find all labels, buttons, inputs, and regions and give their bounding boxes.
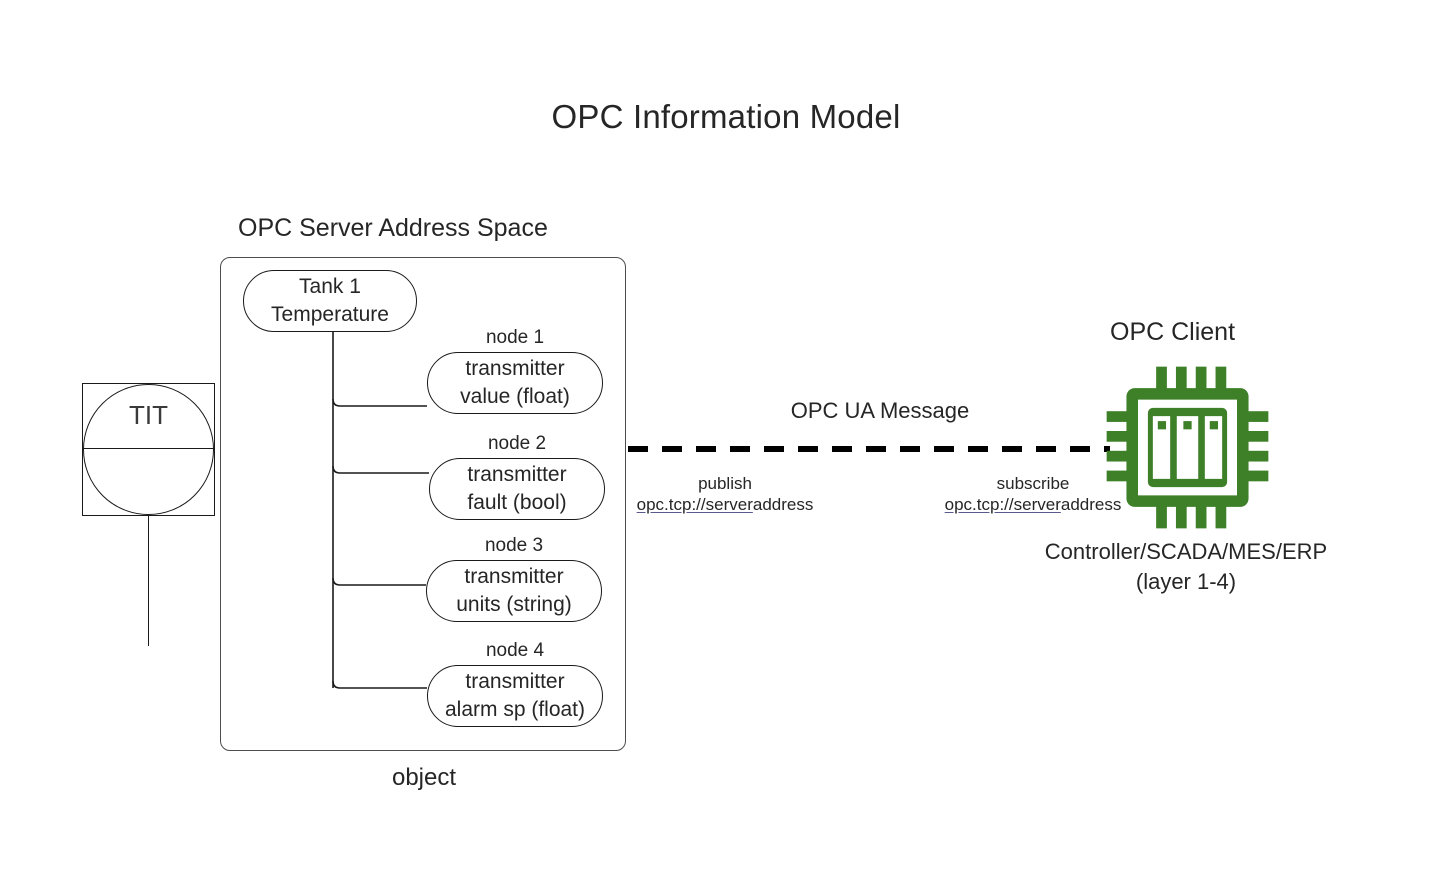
client-sublabel-line1: Controller/SCADA/MES/ERP	[1044, 539, 1328, 564]
object-label: object	[391, 764, 457, 791]
instrument-divider-line	[82, 448, 215, 449]
node-1-transmitter-value[interactable]: transmitter value (float)	[427, 352, 603, 414]
node-tank1-temperature[interactable]: Tank 1 Temperature	[243, 270, 417, 332]
publish-url-plain-part: address	[752, 495, 814, 514]
node-2-transmitter-fault[interactable]: transmitter fault (bool)	[429, 458, 605, 520]
instrument-tag-label: TIT	[129, 400, 168, 430]
cpu-chip-icon	[1106, 366, 1269, 529]
node-3-caption: node 3	[484, 535, 544, 556]
node-2-line1: transmitter	[467, 463, 567, 486]
server-address-space-heading: OPC Server Address Space	[238, 214, 548, 242]
client-sublabel-line2: (layer 1-4)	[1135, 569, 1237, 594]
instrument-stem-line	[148, 516, 149, 646]
opc-ua-message-label: OPC UA Message	[790, 398, 970, 423]
node-2-caption: node 2	[487, 433, 547, 454]
node-1-caption: node 1	[485, 327, 545, 348]
publish-url[interactable]: opc.tcp://serveraddress	[595, 494, 855, 515]
node-1-line1: transmitter	[465, 357, 565, 380]
subscribe-url-link-part: opc.tcp://server	[944, 495, 1061, 514]
publish-url-link-part: opc.tcp://server	[636, 495, 753, 514]
subscribe-url-plain-part: address	[1060, 495, 1122, 514]
publish-endpoint: publish opc.tcp://serveraddress	[595, 473, 855, 515]
instrument-circle	[83, 384, 214, 515]
publish-action: publish	[698, 474, 752, 493]
opc-client-heading: OPC Client	[1110, 318, 1236, 346]
page-title: OPC Information Model	[551, 98, 901, 135]
node-3-line1: transmitter	[464, 565, 564, 588]
root-node-line2: Temperature	[271, 303, 389, 326]
address-space-container	[220, 257, 626, 751]
subscribe-endpoint: subscribe opc.tcp://serveraddress	[903, 473, 1163, 515]
opc-client-sublabel: Controller/SCADA/MES/ERP (layer 1-4)	[985, 537, 1387, 597]
subscribe-url[interactable]: opc.tcp://serveraddress	[903, 494, 1163, 515]
field-instrument-symbol: TIT	[82, 383, 215, 516]
node-3-line2: units (string)	[456, 593, 572, 616]
node-4-line2: alarm sp (float)	[444, 698, 586, 721]
root-node-line1: Tank 1	[299, 275, 361, 298]
node-2-line2: fault (bool)	[467, 491, 567, 514]
node-1-line2: value (float)	[460, 385, 570, 408]
node-3-transmitter-units[interactable]: transmitter units (string)	[426, 560, 602, 622]
subscribe-action: subscribe	[996, 474, 1070, 493]
node-4-transmitter-alarm-sp[interactable]: transmitter alarm sp (float)	[427, 665, 603, 727]
node-4-caption: node 4	[485, 640, 545, 661]
node-4-line1: transmitter	[465, 670, 565, 693]
